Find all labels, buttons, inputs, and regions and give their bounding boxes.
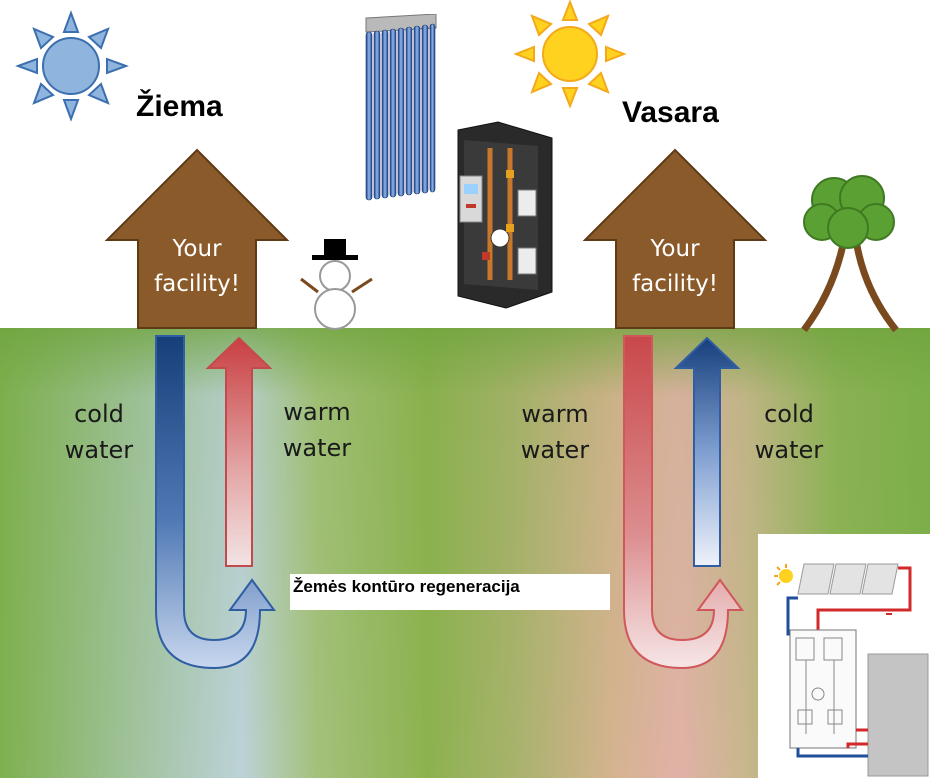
winter-cold-water-line2: water — [64, 436, 134, 464]
summer-cold-water-line1: cold — [764, 400, 814, 428]
tree-icon — [801, 175, 899, 332]
winter-cold-water-label: cold water — [44, 396, 154, 468]
winter-house-icon — [104, 148, 290, 329]
winter-warm-water-line2: water — [282, 434, 352, 462]
caption-box: Žemės kontūro regeneracija — [290, 574, 610, 610]
winter-house-label-line1: Your — [172, 236, 222, 262]
summer-cold-water-label: cold water — [734, 396, 844, 468]
summer-house-label-line1: Your — [650, 236, 700, 262]
snowman-icon — [300, 239, 373, 330]
summer-flow-arrow — [623, 335, 744, 670]
summer-house-label-line2: facility! — [632, 271, 718, 297]
winter-title: Žiema — [136, 90, 223, 123]
mini-sun-icon — [774, 564, 793, 586]
system-schematic-icon — [774, 563, 929, 777]
summer-house-label: Your facility! — [616, 232, 734, 302]
summer-cold-water-line2: water — [754, 436, 824, 464]
solar-collector-icon — [365, 14, 437, 201]
winter-house-label: Your facility! — [138, 232, 256, 302]
winter-sun-icon — [15, 10, 129, 122]
winter-flow-arrow — [155, 335, 276, 670]
winter-warm-water-line1: warm — [283, 398, 351, 426]
summer-warm-water-label: warm water — [500, 396, 610, 468]
summer-title: Vasara — [622, 96, 719, 129]
summer-warm-water-line2: water — [520, 436, 590, 464]
system-schematic-inset — [758, 534, 930, 778]
summer-house-icon — [582, 148, 768, 329]
summer-sun-icon — [513, 0, 627, 109]
heat-station-icon — [457, 121, 553, 309]
winter-cold-water-line1: cold — [74, 400, 124, 428]
caption-text: Žemės kontūro regeneracija — [293, 577, 520, 596]
winter-warm-water-label: warm water — [262, 394, 372, 466]
winter-house-label-line2: facility! — [154, 271, 240, 297]
summer-warm-water-line1: warm — [521, 400, 589, 428]
